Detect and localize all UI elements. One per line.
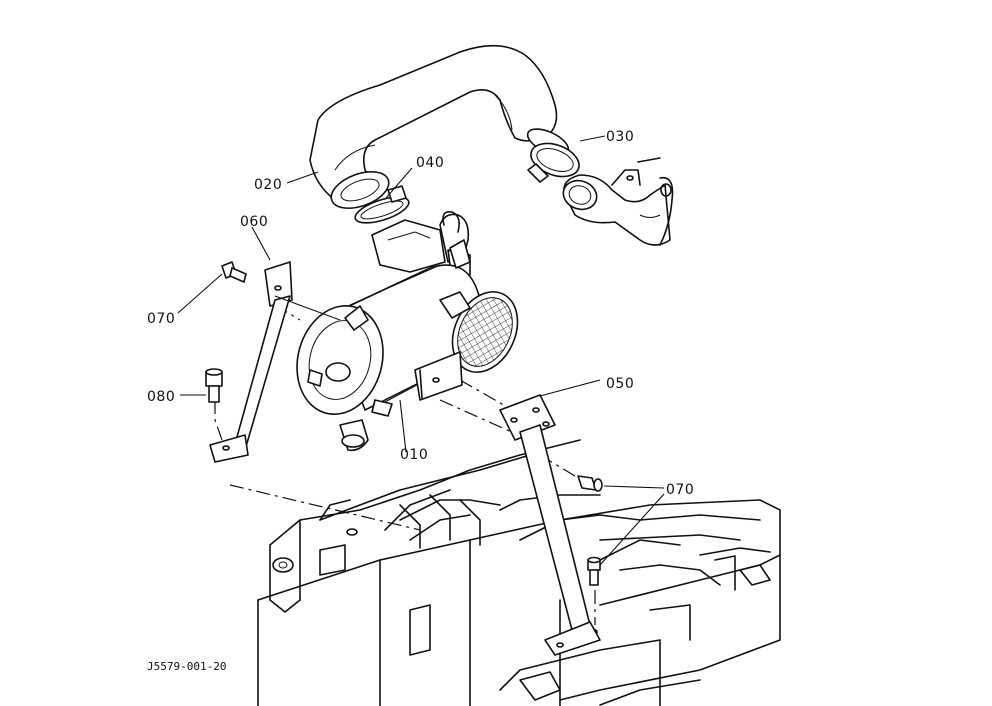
label-040: 040 bbox=[416, 155, 444, 171]
label-030: 030 bbox=[606, 129, 634, 145]
bolt-070-left bbox=[221, 261, 247, 283]
engine-frame bbox=[257, 439, 781, 706]
stay-bracket-050 bbox=[499, 394, 601, 656]
air-cleaner bbox=[296, 210, 519, 452]
label-060: 060 bbox=[240, 214, 268, 230]
label-050: 050 bbox=[606, 376, 634, 392]
hose-clamp-040 bbox=[354, 185, 410, 224]
bolt-070-right-lower bbox=[587, 556, 601, 586]
label-070-right: 070 bbox=[666, 482, 694, 498]
figure-code: J5579-001-20 bbox=[147, 660, 226, 673]
intake-hose bbox=[309, 44, 570, 210]
outlet-pipe bbox=[562, 157, 674, 246]
label-080: 080 bbox=[147, 389, 175, 405]
bolt-070-right-upper bbox=[577, 475, 603, 492]
hose-clamp-030 bbox=[527, 142, 580, 183]
label-020: 020 bbox=[254, 177, 282, 193]
label-070-left: 070 bbox=[147, 311, 175, 327]
leader-lines bbox=[177, 135, 665, 566]
part-labels: 010 020 030 040 050 060 070 070 080 bbox=[147, 129, 694, 498]
bolt-080 bbox=[205, 368, 223, 403]
stay-bracket-060 bbox=[209, 261, 293, 463]
label-010: 010 bbox=[400, 447, 428, 463]
